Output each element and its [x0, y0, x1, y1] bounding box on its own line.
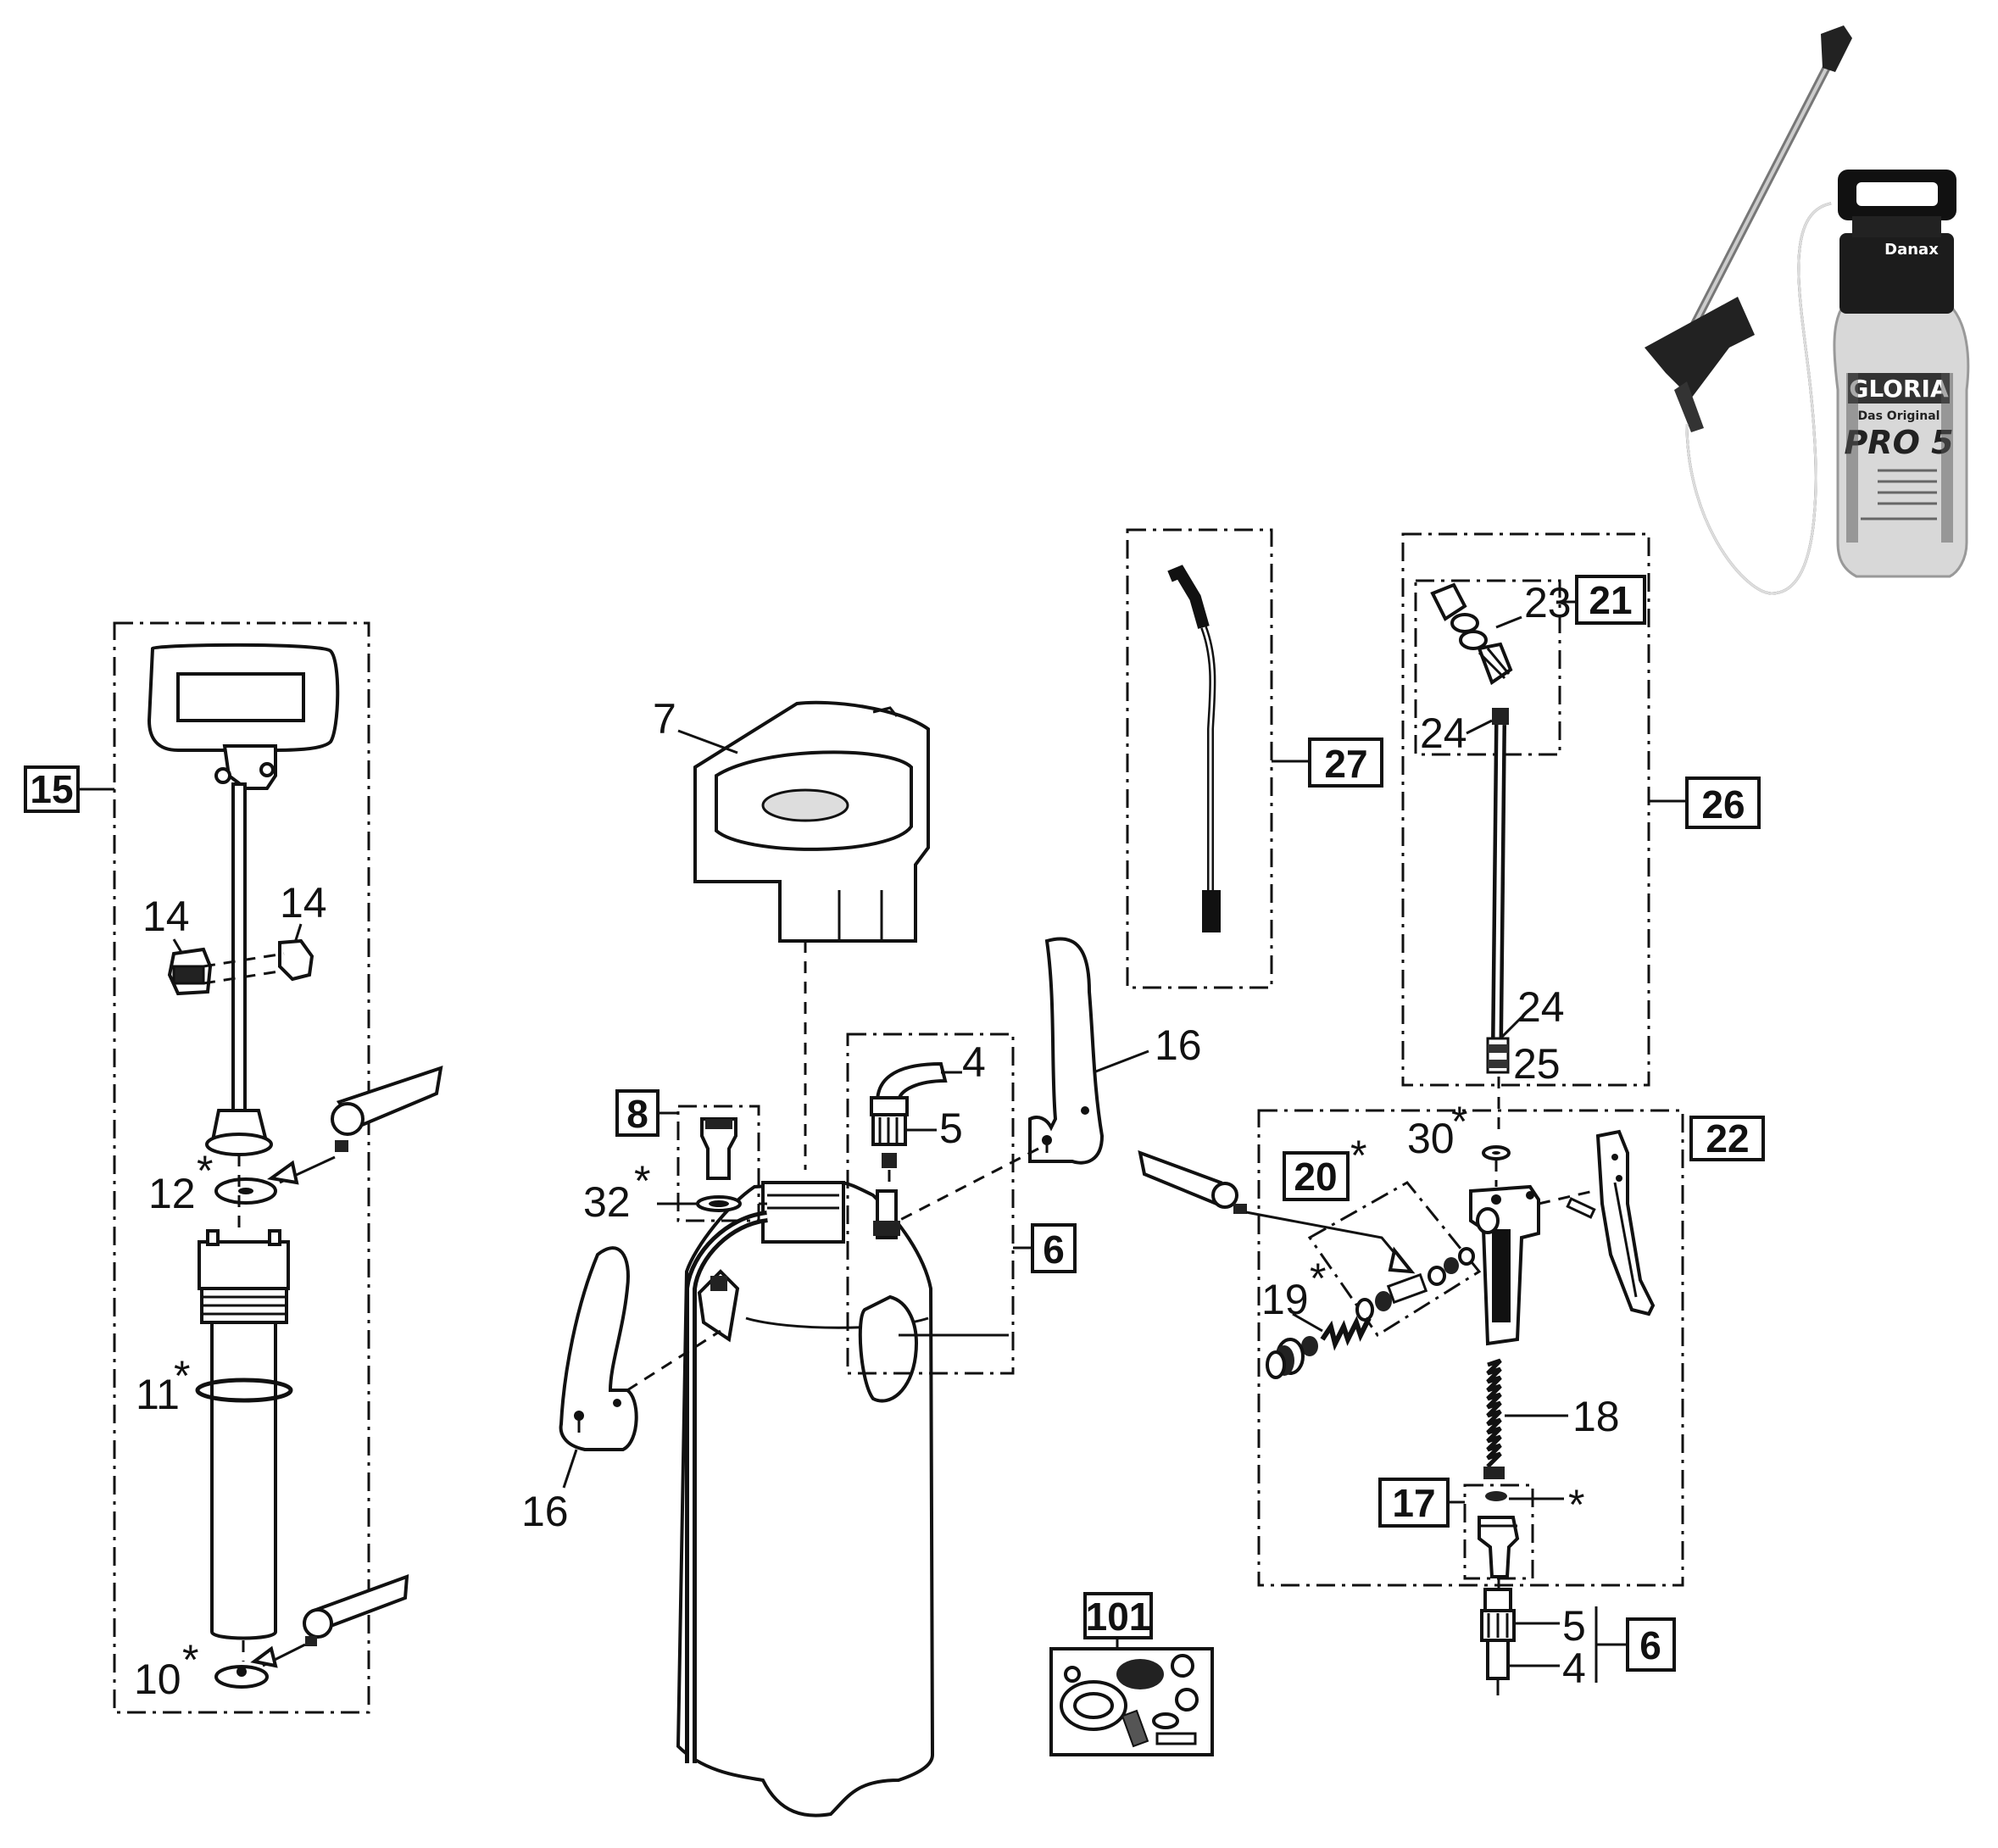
part-label-16-left: 16 — [521, 1488, 569, 1535]
extension-assembly-26 — [1401, 532, 1687, 1136]
product-photo: Danax GLORIA Das Original PRO 5 — [1645, 25, 1970, 595]
part-labels: 7 4 5 32 * 16 16 14 14 12 * 11 * 10 * 23… — [134, 579, 1620, 1703]
group-label-15: 15 — [30, 767, 73, 811]
group-label-22: 22 — [1706, 1116, 1749, 1161]
part-label-5-bottom: 5 — [1562, 1602, 1586, 1650]
star-10: * — [182, 1636, 198, 1684]
part-label-18: 18 — [1572, 1393, 1620, 1440]
part-label-4-top: 4 — [962, 1038, 986, 1086]
group-label-17: 17 — [1392, 1481, 1435, 1525]
group-label-26: 26 — [1701, 782, 1745, 827]
group-label-20: 20 — [1294, 1155, 1337, 1199]
group-label-21: 21 — [1589, 578, 1632, 622]
group-label-6-bottom: 6 — [1639, 1623, 1661, 1667]
part-label-19: 19 — [1261, 1276, 1309, 1323]
part-label-5-top: 5 — [939, 1105, 963, 1152]
group-label-27: 27 — [1324, 742, 1367, 786]
part-label-32: 32 — [583, 1178, 631, 1226]
part-label-14-left: 14 — [142, 893, 190, 940]
group-label-101: 101 — [1086, 1595, 1151, 1639]
part-label-24-top: 24 — [1420, 710, 1467, 757]
group-label-6-top: 6 — [1043, 1227, 1065, 1272]
part-label-14-right: 14 — [280, 879, 327, 927]
star-30: * — [1451, 1098, 1467, 1145]
part-label-25: 25 — [1513, 1040, 1561, 1088]
hose-connector-bottom — [1480, 1578, 1628, 1695]
trigger-valve-assembly-22 — [1138, 1109, 1684, 1587]
product-brand-text: GLORIA — [1849, 375, 1949, 403]
part-label-24-bottom: 24 — [1517, 983, 1565, 1031]
star-17: * — [1568, 1481, 1584, 1528]
star-19: * — [1310, 1255, 1326, 1302]
tank-assembly — [559, 700, 1214, 1817]
part-label-11: 11 — [136, 1371, 180, 1418]
star-32: * — [634, 1157, 650, 1205]
part-label-7: 7 — [653, 695, 676, 743]
cap-brand-text: Danax — [1884, 241, 1939, 259]
product-tagline-text: Das Original — [1858, 409, 1940, 423]
product-model-text: PRO 5 — [1844, 424, 1953, 461]
group-label-8: 8 — [626, 1092, 648, 1136]
star-20: * — [1350, 1132, 1366, 1179]
part-label-12: 12 — [148, 1170, 196, 1217]
part-label-4-bottom: 4 — [1562, 1645, 1586, 1692]
part-label-23: 23 — [1524, 579, 1572, 626]
star-12: * — [197, 1147, 213, 1194]
part-label-10: 10 — [134, 1656, 181, 1703]
part-label-30: 30 — [1407, 1115, 1455, 1162]
part-label-16-right: 16 — [1155, 1021, 1202, 1069]
lance-assembly-27 — [1126, 528, 1310, 989]
pump-assembly — [113, 621, 443, 1714]
group-labels: 15 8 6 27 26 21 22 20 * 17 6 101 — [24, 575, 1765, 1672]
star-11: * — [174, 1352, 190, 1400]
